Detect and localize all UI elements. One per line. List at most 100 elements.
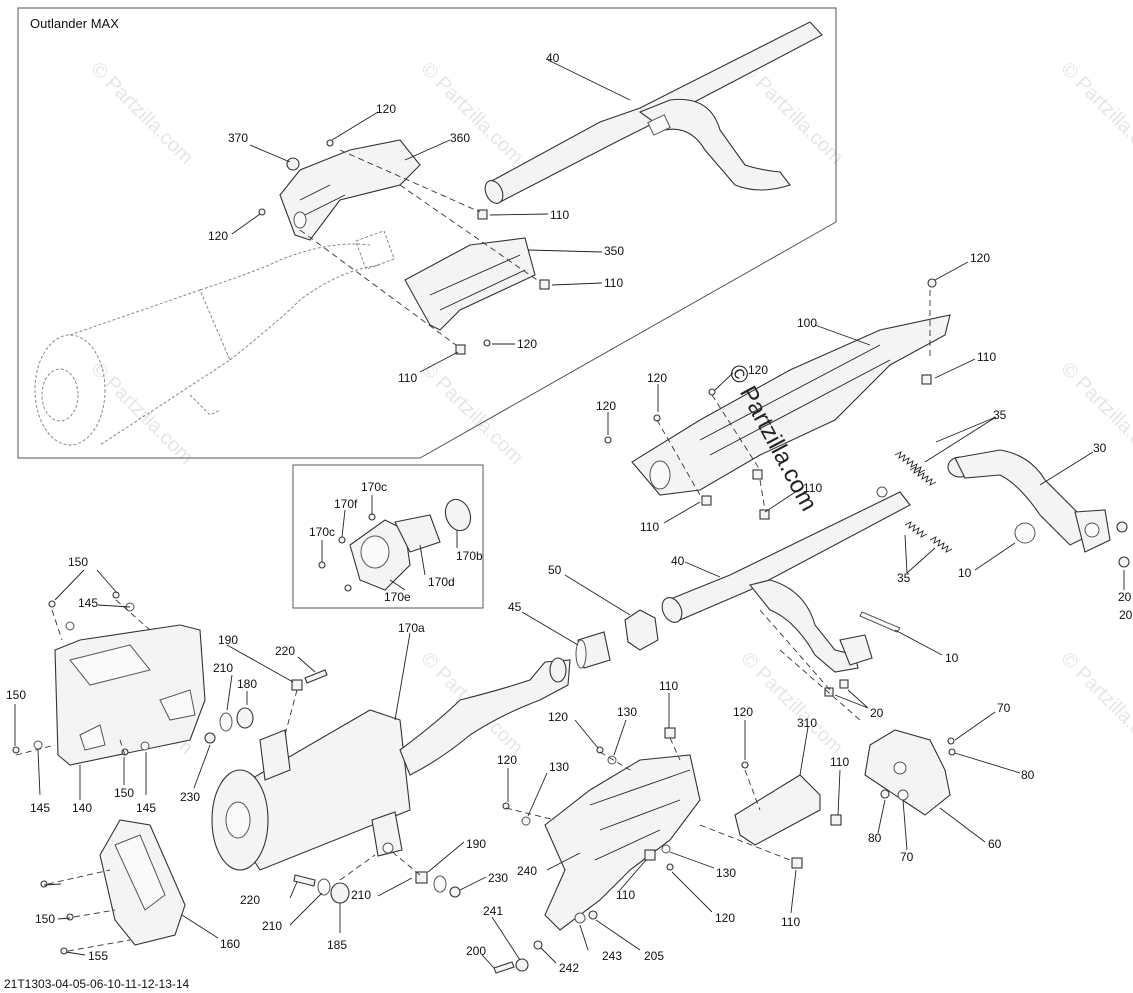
callout-210-c: 210 <box>351 888 371 902</box>
callout-120-h: 120 <box>548 710 568 724</box>
part-20-nut-a <box>1116 521 1128 533</box>
part-35-springs <box>894 451 953 553</box>
callout-145-a: 145 <box>78 596 98 610</box>
callout-100: 100 <box>797 316 817 330</box>
part-70-washer-a <box>947 737 955 745</box>
part-10-gasket-a <box>1014 522 1036 544</box>
ghost-muffler <box>34 230 395 446</box>
callout-242: 242 <box>559 961 579 975</box>
callout-110-g: 110 <box>659 679 678 693</box>
callout-130-c: 130 <box>716 866 736 880</box>
part-110-clip-f <box>701 495 712 506</box>
callout-170a: 170a <box>398 621 425 635</box>
callout-10-b: 10 <box>945 651 959 665</box>
callout-120-inset-b: 120 <box>208 229 228 243</box>
callout-120-d: 120 <box>970 251 990 265</box>
callout-70-a: 70 <box>997 701 1011 715</box>
callout-370: 370 <box>228 131 248 145</box>
callout-labels: 120 100 110 120 120 120 35 30 110 110 20… <box>6 251 1133 975</box>
callout-70-b: 70 <box>900 850 914 864</box>
callout-110-j: 110 <box>781 915 800 929</box>
callout-110-inset-b: 110 <box>604 276 623 290</box>
callout-310: 310 <box>797 716 817 730</box>
watermark-11: © Partzilla.com <box>1056 648 1133 759</box>
part-210-washer-b <box>317 878 331 896</box>
callout-50: 50 <box>548 563 562 577</box>
callout-80-b: 80 <box>868 831 882 845</box>
part-110-clip-j <box>830 814 842 826</box>
part-120-bolt-d <box>927 278 937 288</box>
callout-190-b: 190 <box>466 837 486 851</box>
watermark-1: © Partzilla.com <box>86 58 197 169</box>
part-50-clamp <box>624 609 659 651</box>
callout-110-inset-a: 110 <box>550 208 569 222</box>
part-120-bolt-b <box>258 208 266 216</box>
part-30-header-pipe <box>947 449 1111 553</box>
callout-190-a: 190 <box>218 633 238 647</box>
part-100-heat-shield <box>631 314 951 496</box>
callout-20-a: 20 <box>1118 590 1132 604</box>
callout-150-a: 150 <box>68 555 88 569</box>
callout-170d: 170d <box>428 575 455 589</box>
callout-80-a: 80 <box>1021 768 1035 782</box>
callout-40-inset: 40 <box>546 51 560 65</box>
watermark-6: © Partzilla.com <box>416 358 527 469</box>
callout-210-b: 210 <box>262 919 282 933</box>
callout-30: 30 <box>1093 441 1107 455</box>
callout-170c-a: 170c <box>361 480 387 494</box>
callout-145-c: 145 <box>136 801 156 815</box>
part-80-spacer-b <box>880 789 890 799</box>
part-45-sleeve <box>575 631 611 669</box>
part-110-clip-i <box>644 849 656 861</box>
part-140-heat-shield <box>54 624 206 766</box>
callout-120-i: 120 <box>497 753 517 767</box>
inset-fasteners <box>258 139 550 355</box>
callout-170f: 170f <box>334 497 358 511</box>
callout-145-b: 145 <box>30 801 50 815</box>
part-120-bolt-c <box>483 339 491 347</box>
watermark-5: © Partzilla.com <box>86 358 197 469</box>
part-241-damper <box>515 958 529 972</box>
callout-243: 243 <box>602 949 622 963</box>
part-360-heat-shield <box>279 139 421 241</box>
part-110-clip-e <box>752 469 763 480</box>
callout-45: 45 <box>508 600 522 614</box>
muffler-fasteners <box>204 669 461 904</box>
part-160-heat-shield <box>99 819 186 946</box>
callout-110-d: 110 <box>977 350 996 364</box>
callout-155: 155 <box>88 949 108 963</box>
callout-350: 350 <box>604 244 624 258</box>
leader-lines <box>14 261 1125 969</box>
part-210-washer-c <box>433 875 447 893</box>
part-243-washer <box>574 912 586 924</box>
callout-130-a: 130 <box>617 705 637 719</box>
callout-110-inset-c: 110 <box>398 371 417 385</box>
part-80-spacer-a <box>948 748 956 756</box>
part-230-nut-a <box>204 732 216 744</box>
part-110-clip-d <box>921 374 932 385</box>
part-190-grommet-a <box>291 679 303 691</box>
part-230-nut-b <box>449 886 461 898</box>
callout-360: 360 <box>450 131 470 145</box>
callout-200: 200 <box>466 944 486 958</box>
callout-20-c: 20 <box>1119 608 1133 622</box>
part-10-gasket-b <box>859 611 901 633</box>
inset-outlander-max: Outlander MAX <box>17 7 837 459</box>
callout-230-b: 230 <box>488 871 508 885</box>
callout-120-f: 120 <box>647 371 667 385</box>
part-110-clip-k <box>791 857 803 869</box>
part-120-bolt-h <box>596 746 604 754</box>
part-350-heat-shield <box>404 237 536 331</box>
part-120-bolt-f <box>604 436 612 444</box>
callout-110-f: 110 <box>640 520 659 534</box>
callout-170c-b: 170c <box>309 525 335 539</box>
callout-120-j: 120 <box>733 705 753 719</box>
part-220-bolt-a <box>304 669 328 684</box>
part-40-main-pipe <box>661 486 911 673</box>
part-120-bolt-j <box>666 863 674 871</box>
callout-150-b: 150 <box>6 688 26 702</box>
callout-180: 180 <box>237 677 257 691</box>
callout-120-inset-c: 120 <box>517 337 537 351</box>
callout-60: 60 <box>988 837 1002 851</box>
